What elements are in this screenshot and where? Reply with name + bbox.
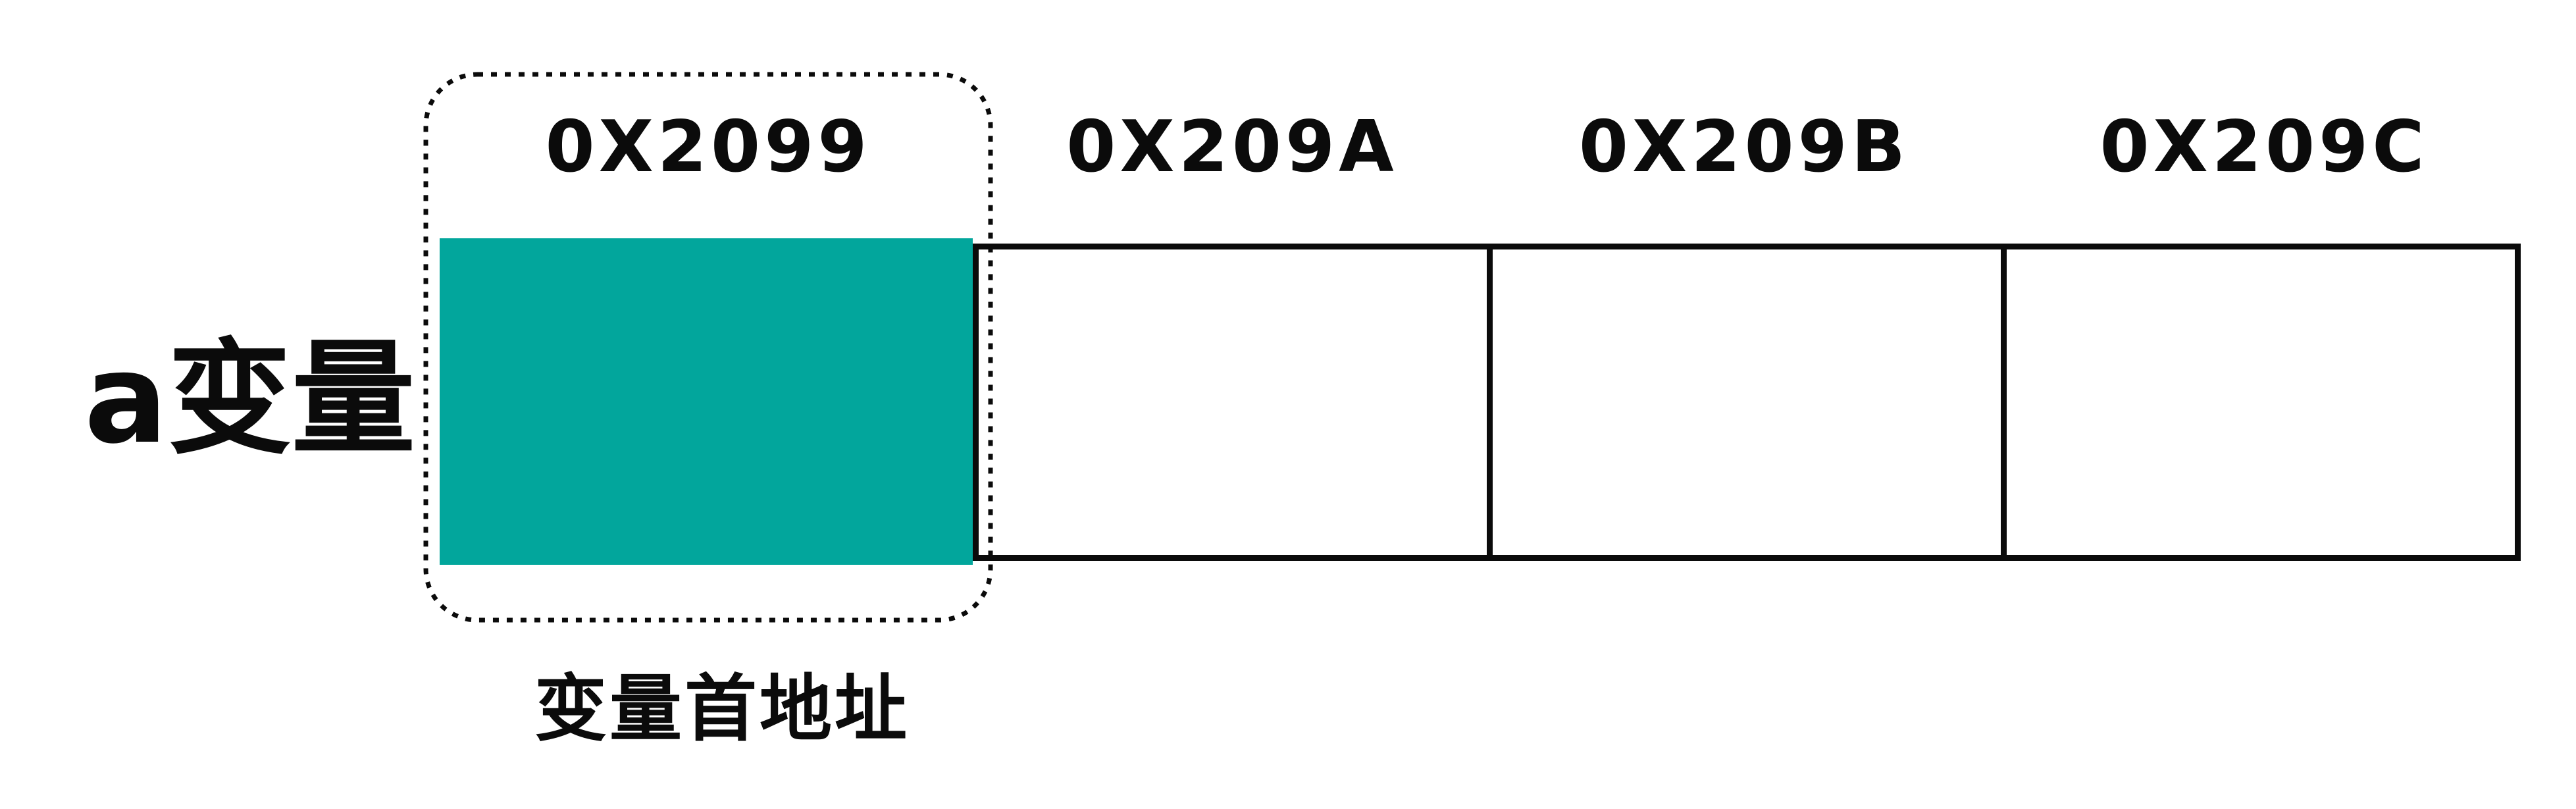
memory-cell-highlighted bbox=[440, 238, 973, 565]
address-label: 0X209B bbox=[1578, 106, 1910, 188]
memory-cell bbox=[979, 249, 1487, 555]
memory-cell bbox=[1487, 249, 2001, 555]
address-label: 0X2099 bbox=[545, 106, 871, 188]
first-address-annotation: 变量首地址 bbox=[534, 667, 910, 751]
address-label: 0X209C bbox=[2099, 106, 2429, 188]
address-label: 0X209A bbox=[1066, 106, 1398, 188]
variable-label: a变量 bbox=[84, 327, 415, 471]
memory-cell bbox=[2001, 249, 2515, 555]
memory-cell-row bbox=[973, 244, 2521, 561]
